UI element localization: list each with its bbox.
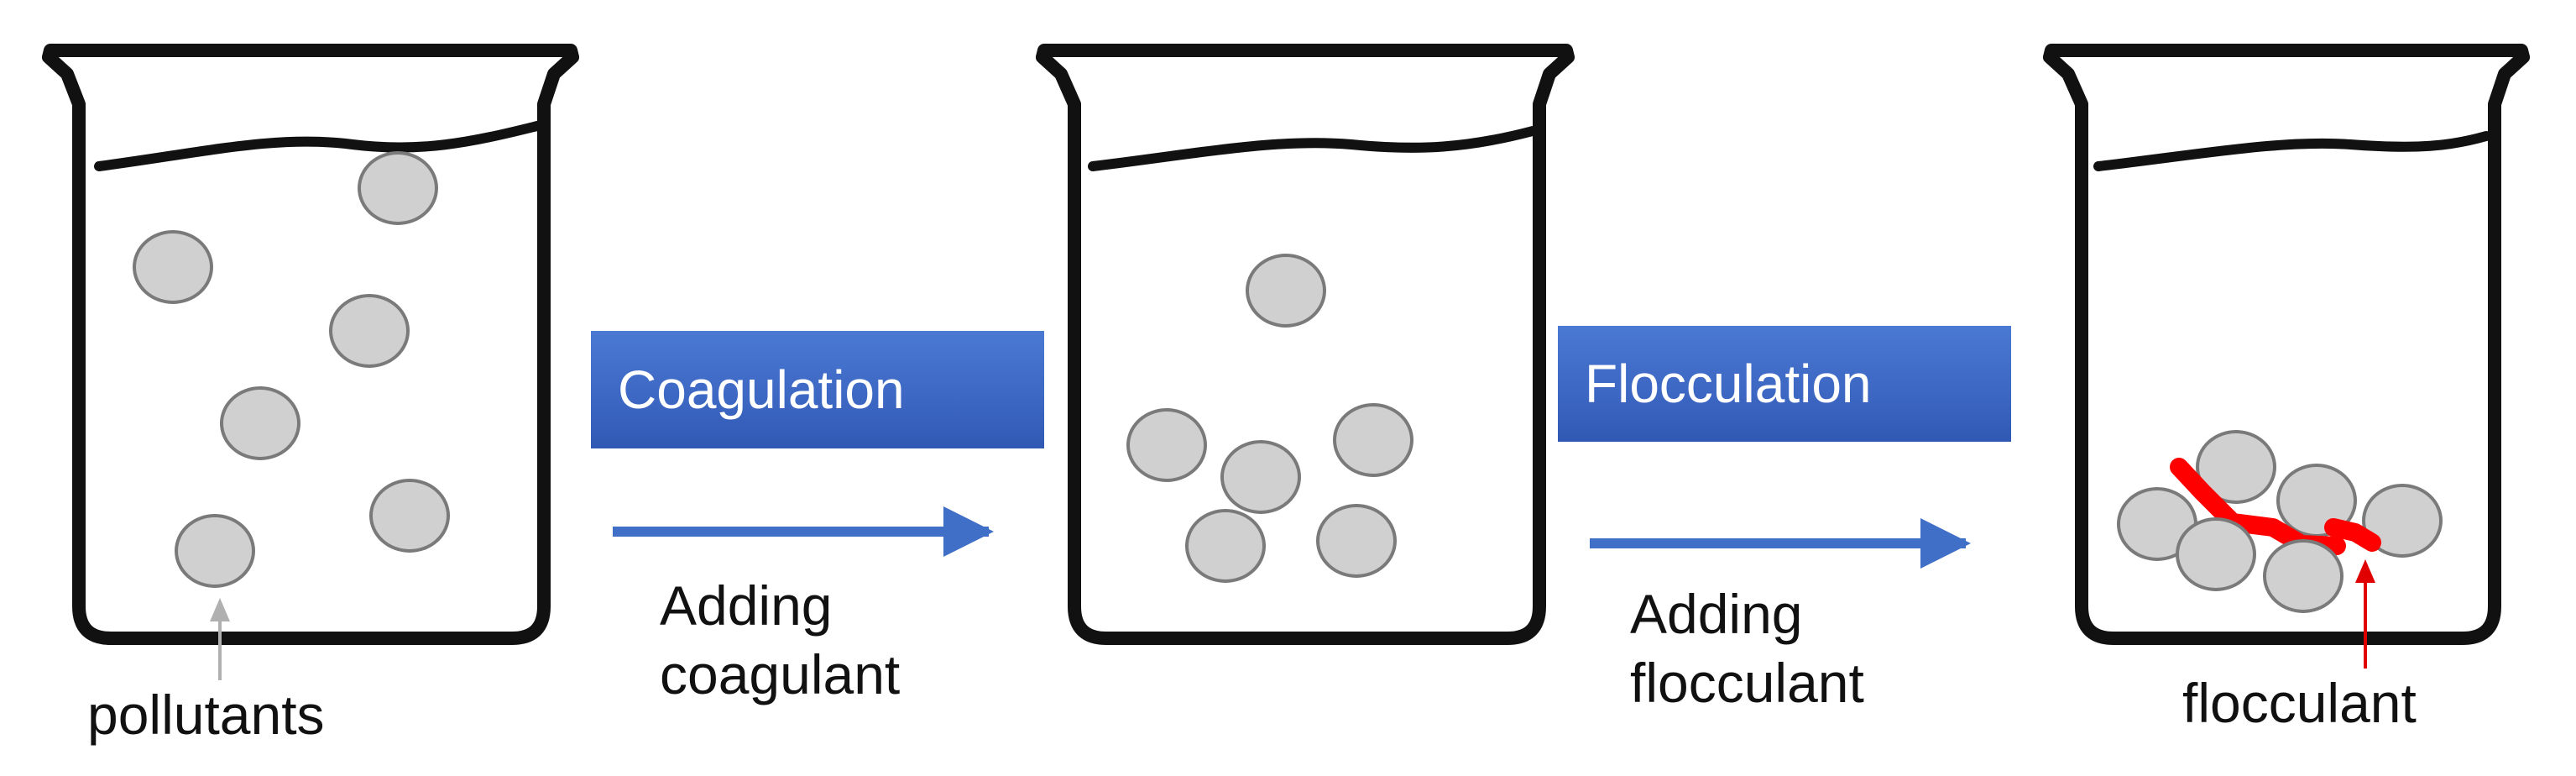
beaker-2 [1036, 44, 1575, 645]
beaker-3 [2043, 44, 2530, 645]
pollutant-particles [133, 151, 450, 588]
floc-particle [2362, 484, 2443, 558]
flocculation-action-line-2: flocculant [1630, 652, 1864, 714]
floc-particle [2263, 539, 2343, 613]
beaker-2-outline [1036, 44, 1575, 645]
pollutant-particle [1333, 403, 1413, 477]
coagulation-action-line-1: Adding [660, 574, 833, 637]
beaker-1-outline [42, 44, 579, 645]
pollutant-particle [329, 294, 410, 368]
pollutant-particle [220, 386, 300, 460]
flocculant-pointer [2355, 559, 2375, 669]
pollutant-particle [358, 151, 438, 225]
pollutants-label: pollutants [87, 684, 325, 746]
beaker-1 [42, 44, 579, 645]
pollutant-particle [1316, 504, 1397, 578]
pollutant-particle [369, 479, 450, 553]
flocculation-action-line-1: Adding [1630, 583, 1803, 645]
flocculant-label: flocculant [2182, 672, 2417, 734]
flocculation-step-box: Flocculation [1558, 326, 2011, 442]
beaker-2-water-surface [1088, 126, 1538, 171]
floc-particle [2176, 517, 2256, 591]
pollutants-pointer [210, 598, 230, 680]
pollutant-particle [1220, 440, 1301, 514]
pollutant-particle [1126, 408, 1207, 482]
floc-particles [2117, 430, 2443, 561]
pollutant-particle [133, 230, 213, 304]
pollutant-particle [175, 514, 255, 588]
coagulated-particles [1126, 254, 1413, 583]
beaker-1-water-surface [94, 121, 542, 171]
coagulation-action-label: Adding coagulant [660, 571, 900, 709]
coagulation-action-line-2: coagulant [660, 643, 901, 705]
pollutant-particle [1246, 254, 1326, 328]
flocculant-chain [2324, 518, 2381, 552]
coagulation-step-box: Coagulation [591, 331, 1044, 448]
beaker-3-water-surface [2093, 131, 2491, 171]
flocculation-step-label: Flocculation [1585, 354, 1872, 414]
floc-particle [2196, 430, 2276, 504]
flocculation-action-label: Adding flocculant [1630, 579, 1864, 717]
pollutant-particle [1185, 509, 1266, 583]
floc-particles-front [2176, 517, 2343, 613]
coagulation-step-label: Coagulation [618, 359, 905, 420]
